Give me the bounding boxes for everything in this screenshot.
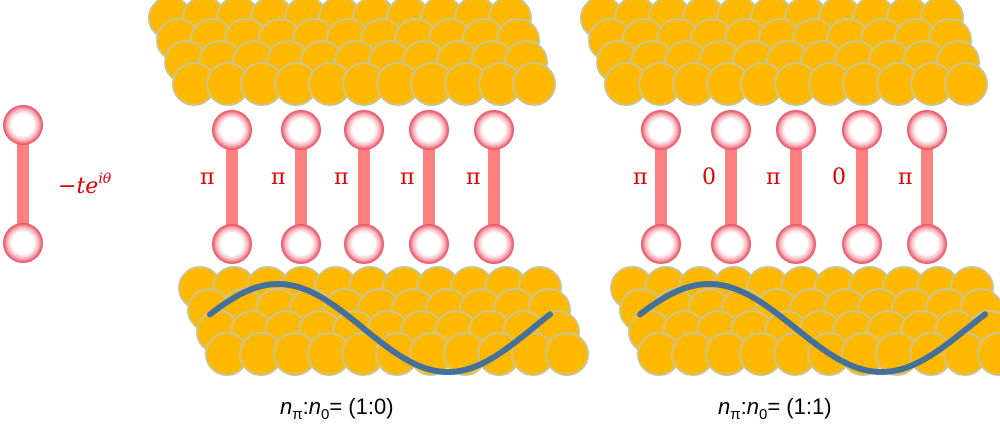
panel-2-caption: nπ:n0= (1:1) xyxy=(718,394,832,423)
panel-1-dimer-3-top-sphere xyxy=(344,110,384,150)
legend-bottom-sphere xyxy=(3,223,43,263)
panel-1-phase-labels: π π π π π xyxy=(200,165,480,190)
panel-2-dimer-5-bottom-sphere xyxy=(907,224,947,264)
panel-1-dimer-2-bottom-sphere xyxy=(281,224,321,264)
panel-1-caption-n-pi: n xyxy=(280,394,292,419)
panel-2-dimer-2-bottom-sphere xyxy=(711,224,751,264)
panel-1-top-substrate-atom xyxy=(512,62,556,106)
panel-1-dimer-3-bond xyxy=(358,130,370,244)
panel-1-bottom-substrate-atom xyxy=(545,332,589,376)
panel-2-top-substrate xyxy=(580,0,988,106)
legend-dimer xyxy=(3,105,43,263)
panel-2-dimer-5-bond xyxy=(921,130,933,244)
panel-2-caption-n-pi: n xyxy=(718,394,730,419)
legend-top-sphere xyxy=(3,105,43,145)
coupling-exponent: iθ xyxy=(98,171,111,187)
panel-1-top-substrate xyxy=(148,0,556,106)
panel-2-phase-3: π xyxy=(766,165,780,190)
panel-1-dimer-5 xyxy=(474,110,514,264)
panel-2-dimer-3-bond xyxy=(790,130,802,244)
panel-2-phase-1: π xyxy=(633,165,647,190)
panel-1-dimer-2 xyxy=(281,110,321,264)
panel-2-dimer-2 xyxy=(711,110,751,264)
panel-2-phase-5: π xyxy=(898,165,912,190)
panel-1-dimer-1-bond xyxy=(226,130,238,244)
panel-2-top-substrate-atom xyxy=(944,62,988,106)
panel-2-dimer-1-bond xyxy=(655,130,667,244)
panel-1-caption: nπ:n0= (1:0) xyxy=(280,394,394,423)
panel-1-caption-n-0: n xyxy=(309,394,321,419)
panel-2-phase-2: 0 xyxy=(702,165,716,190)
panel-2-dimer-3-top-sphere xyxy=(776,110,816,150)
panel-2-dimer-4-bottom-sphere xyxy=(842,224,882,264)
panel-1-phase-4: π xyxy=(400,165,414,190)
panel-1-dimer-4 xyxy=(409,110,449,264)
coupling-minus: − xyxy=(58,174,76,199)
panel-2-dimer-1 xyxy=(641,110,681,264)
panel-2-phase-4: 0 xyxy=(832,165,846,190)
panel-1-dimer-1 xyxy=(212,110,252,264)
panel-1-bottom-substrate xyxy=(178,266,589,376)
dimer-layer xyxy=(212,110,947,264)
panel-1-wave xyxy=(207,280,553,376)
panel-1-caption-colon: : xyxy=(303,394,309,419)
panel-1-phase-3: π xyxy=(334,165,348,190)
coupling-te: te xyxy=(76,174,98,199)
panel-1-dimer-4-top-sphere xyxy=(409,110,449,150)
panel-1-dimer-5-bottom-sphere xyxy=(474,224,514,264)
panel-2-dimer-5 xyxy=(907,110,947,264)
wave-layer xyxy=(207,280,988,376)
panel-2-dimer-1-bottom-sphere xyxy=(641,224,681,264)
panel-1-caption-sub-pi: π xyxy=(292,406,302,423)
panel-2-phase-labels: π 0 π 0 π xyxy=(633,165,912,190)
panel-1-phase-1: π xyxy=(200,165,214,190)
atom-layers xyxy=(148,0,1000,376)
panel-2-caption-sub-pi: π xyxy=(730,406,740,423)
panel-1-dimer-1-bottom-sphere xyxy=(212,224,252,264)
panel-1-dimer-3 xyxy=(344,110,384,264)
panel-1-dimer-2-top-sphere xyxy=(281,110,321,150)
panel-2-dimer-1-top-sphere xyxy=(641,110,681,150)
panel-2-dimer-2-bond xyxy=(725,130,737,244)
panel-2-caption-n-0: n xyxy=(747,394,759,419)
panel-1-dimer-5-top-sphere xyxy=(474,110,514,150)
panel-1-dimer-1-top-sphere xyxy=(212,110,252,150)
panel-2-caption-ratio: = (1:1) xyxy=(767,394,831,419)
panel-2-dimer-4-top-sphere xyxy=(842,110,882,150)
panel-1-caption-ratio: = (1:0) xyxy=(329,394,393,419)
legend-bond xyxy=(17,125,29,243)
panel-2-wave xyxy=(637,280,988,376)
panel-1-dimer-3-bottom-sphere xyxy=(344,224,384,264)
panel-2-dimer-3 xyxy=(776,110,816,264)
panel-1-phase-5: π xyxy=(466,165,480,190)
panel-2-dimer-4 xyxy=(842,110,882,264)
panel-1-dimer-4-bond xyxy=(423,130,435,244)
panel-1-dimer-4-bottom-sphere xyxy=(409,224,449,264)
panel-2-dimer-5-top-sphere xyxy=(907,110,947,150)
panel-1-caption-sub-0: 0 xyxy=(321,406,329,423)
panel-2-caption-colon: : xyxy=(741,394,747,419)
panel-2-dimer-2-top-sphere xyxy=(711,110,751,150)
panel-2-bottom-substrate xyxy=(610,266,1000,376)
panel-1-dimer-2-bond xyxy=(295,130,307,244)
panel-1-phase-2: π xyxy=(271,165,285,190)
panel-2-bottom-substrate-atom xyxy=(977,332,1000,376)
panel-1-dimer-5-bond xyxy=(488,130,500,244)
panel-2-caption-sub-0: 0 xyxy=(759,406,767,423)
panel-2-dimer-3-bottom-sphere xyxy=(776,224,816,264)
coupling-label: −teiθ xyxy=(58,171,112,199)
panel-2-dimer-4-bond xyxy=(856,130,868,244)
